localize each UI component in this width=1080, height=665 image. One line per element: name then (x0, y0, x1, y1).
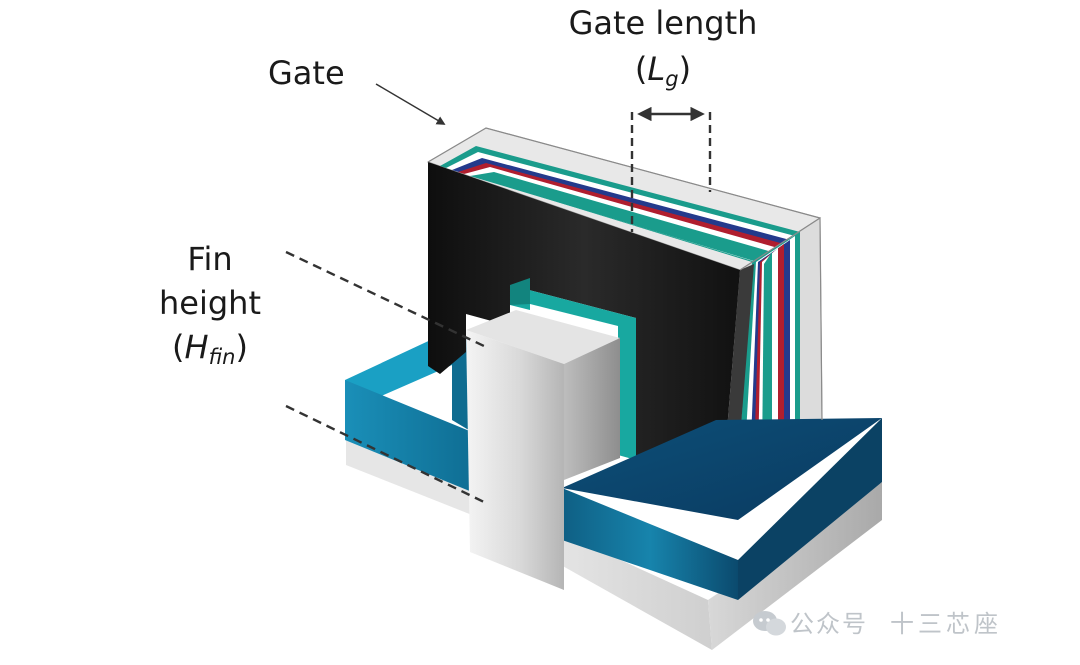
watermark-chat-icon (753, 611, 786, 636)
watermark-icon-spacer (752, 607, 786, 637)
paren-close: ) (235, 328, 248, 366)
gate-pointer-arrow (375, 83, 446, 125)
gate-length-dimension (630, 106, 712, 232)
fin-height-label-line2: height (159, 284, 261, 322)
subscript-fin: fin (208, 345, 236, 369)
fin-liner (510, 278, 636, 460)
silicon-fin (466, 310, 620, 590)
fin-height-guides (285, 250, 485, 504)
subscript-g: g (665, 67, 679, 91)
gate-label: Gate (268, 54, 345, 92)
symbol-h: H (184, 328, 209, 366)
oxide-right (562, 418, 882, 600)
watermark: 公众号十三芯座 (752, 604, 1062, 644)
paren-open: ( (172, 328, 185, 366)
fin-height-label-line1: Fin (187, 240, 233, 278)
watermark-text-2: 十三芯座 (890, 610, 1002, 638)
watermark-text-1: 公众号 (790, 610, 868, 638)
gate-outline (427, 127, 823, 421)
fin-height-symbol: (Hfin) (130, 328, 290, 369)
paren-open: ( (634, 50, 648, 88)
gate-layer-stack (440, 146, 800, 470)
gate-length-symbol: (Lg) (548, 50, 778, 91)
symbol-l: L (647, 50, 666, 88)
gate-length-label: Gate length (568, 4, 758, 42)
paren-close: ) (678, 50, 692, 88)
